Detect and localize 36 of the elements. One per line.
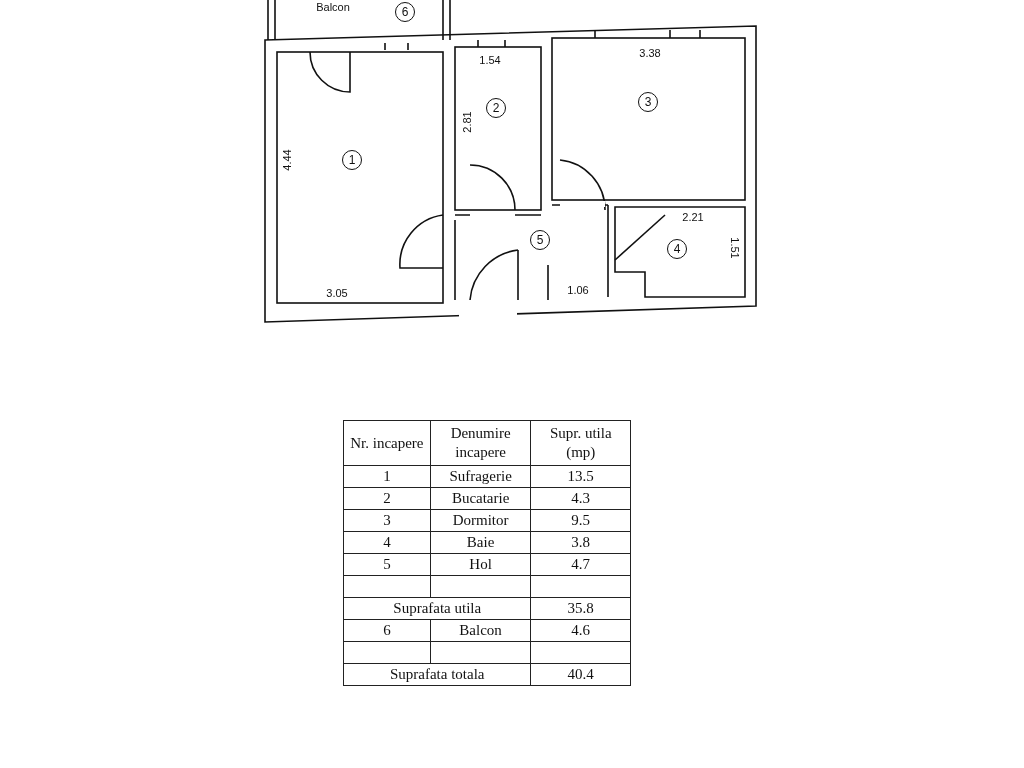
- room-number: 3: [638, 92, 658, 112]
- dimension-label: 4.44: [281, 149, 293, 171]
- table-cell: 1: [343, 465, 431, 488]
- table-cell: 2: [343, 487, 431, 510]
- table-cell: Dormitor: [430, 509, 531, 532]
- table-cell: 9.5: [531, 509, 631, 532]
- room-number: 4: [667, 239, 687, 259]
- dimension-label: 2.81: [461, 111, 473, 133]
- table-cell: 6: [343, 619, 431, 642]
- room-number: 5: [530, 230, 550, 250]
- table-cell: 5: [343, 553, 431, 576]
- table-cell: Suprafata utila: [343, 597, 531, 620]
- table-cell: Supr. utila (mp): [531, 420, 631, 466]
- table-cell: Suprafata totala: [343, 663, 531, 686]
- table-cell: Sufragerie: [430, 465, 531, 488]
- dimension-label: 1.51: [729, 237, 741, 259]
- table-cell: 13.5: [531, 465, 631, 488]
- table-cell: 35.8: [531, 597, 631, 620]
- room-number: 2: [486, 98, 506, 118]
- table-cell: 4.6: [531, 619, 631, 642]
- table-cell: Denumire incapere: [430, 420, 531, 466]
- table-cell: Nr. incapere: [343, 420, 431, 466]
- table-cell: 4: [343, 531, 431, 554]
- room-number: 6: [395, 2, 415, 22]
- table-cell: Balcon: [430, 619, 531, 642]
- room-name: Balcon: [316, 1, 350, 13]
- table-cell: Hol: [430, 553, 531, 576]
- table-cell: 4.7: [531, 553, 631, 576]
- table-cell: 3.8: [531, 531, 631, 554]
- table-cell: Bucatarie: [430, 487, 531, 510]
- table-cell: Baie: [430, 531, 531, 554]
- table-cell: 40.4: [531, 663, 631, 686]
- dimension-label: 3.05: [326, 287, 348, 299]
- table-cell: 3: [343, 509, 431, 532]
- room-number: 1: [342, 150, 362, 170]
- table-cell: 4.3: [531, 487, 631, 510]
